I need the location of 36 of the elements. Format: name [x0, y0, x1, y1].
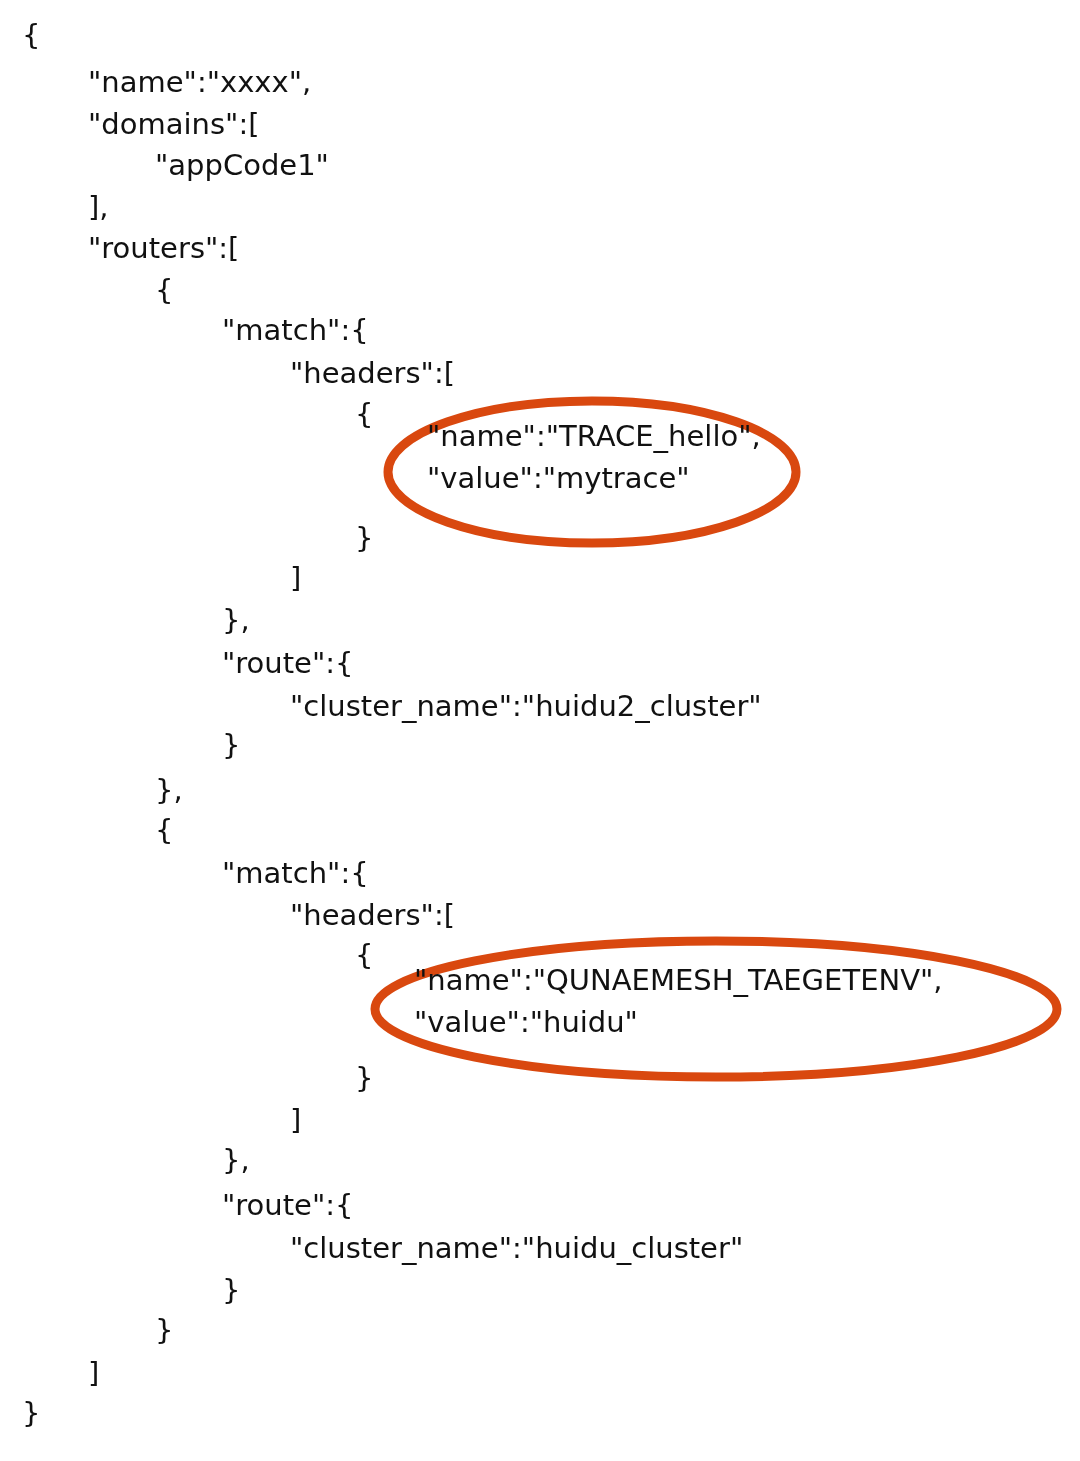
code-line: },	[155, 772, 183, 808]
code-line: "match":{	[222, 312, 369, 348]
code-line: {	[155, 812, 174, 848]
code-line: "value":"mytrace"	[427, 460, 690, 496]
code-line: }	[155, 1312, 174, 1348]
code-line: "cluster_name":"huidu_cluster"	[290, 1230, 744, 1266]
code-line: "routers":[	[88, 230, 240, 266]
code-line: }	[222, 727, 241, 763]
code-line: "cluster_name":"huidu2_cluster"	[290, 688, 762, 724]
code-line: ],	[88, 189, 109, 225]
code-line: "name":"xxxx",	[88, 64, 312, 100]
code-line: "headers":[	[290, 355, 456, 391]
code-line: "appCode1"	[155, 147, 329, 183]
code-line: }	[222, 1272, 241, 1308]
code-line: ]	[88, 1355, 100, 1391]
code-line: "name":"TRACE_hello",	[427, 418, 761, 454]
code-line: {	[22, 17, 41, 53]
code-line: },	[222, 602, 250, 638]
code-line: ]	[290, 560, 302, 596]
code-line: }	[355, 1060, 374, 1096]
code-line: }	[22, 1395, 41, 1431]
code-line: "name":"QUNAEMESH_TAEGETENV",	[414, 962, 943, 998]
code-line: "route":{	[222, 645, 354, 681]
highlight-ellipse	[383, 396, 801, 548]
code-line: {	[355, 396, 374, 432]
code-line: }	[355, 520, 374, 556]
code-line: "headers":[	[290, 897, 456, 933]
code-line: "domains":[	[88, 106, 260, 142]
code-line: {	[155, 272, 174, 308]
highlight-ellipse	[370, 936, 1062, 1082]
code-line: {	[355, 937, 374, 973]
code-line: "route":{	[222, 1187, 354, 1223]
code-line: ]	[290, 1102, 302, 1138]
code-line: },	[222, 1142, 250, 1178]
code-line: "value":"huidu"	[414, 1004, 638, 1040]
code-line: "match":{	[222, 855, 369, 891]
